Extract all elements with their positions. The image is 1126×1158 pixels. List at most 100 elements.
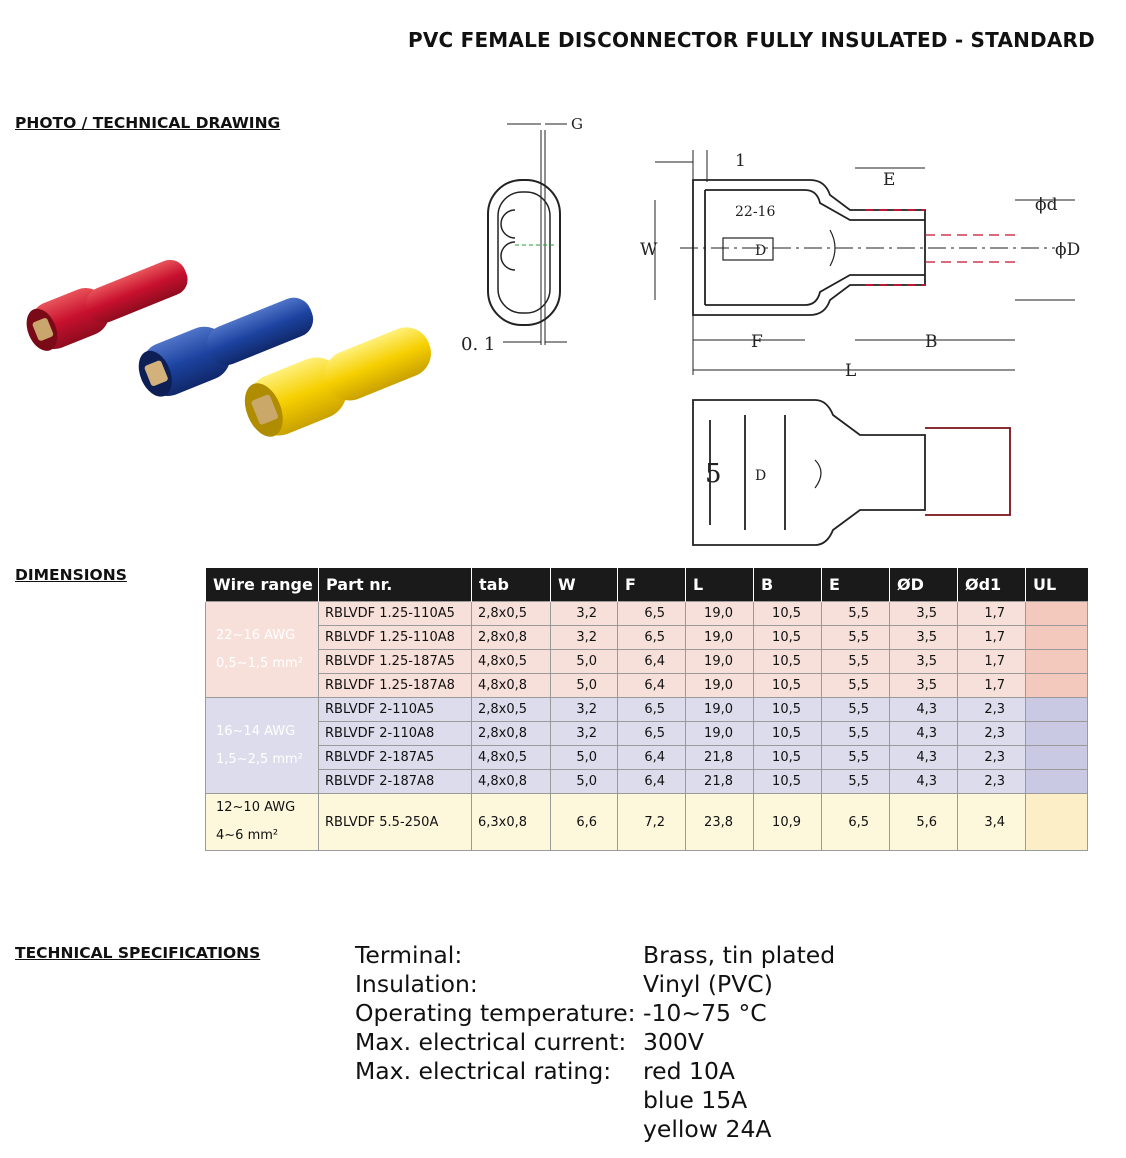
tab-cell: 2,8x0,5 bbox=[471, 697, 551, 722]
gauge-mark: 22-16 bbox=[735, 204, 775, 220]
side-view-drawing bbox=[680, 179, 1055, 316]
f-cell: 6,4 bbox=[617, 769, 686, 794]
wire-range-cell: 16~14 AWG 1,5~2,5 mm² bbox=[205, 697, 319, 794]
w-cell: 6,6 bbox=[550, 793, 618, 851]
b-cell: 10,5 bbox=[753, 625, 822, 650]
f-cell: 6,4 bbox=[617, 745, 686, 770]
b-cell: 10,5 bbox=[753, 697, 822, 722]
tab-cell: 6,3x0,8 bbox=[471, 793, 551, 851]
yellow-connector bbox=[244, 327, 431, 437]
f-cell: 6,4 bbox=[617, 673, 686, 698]
wire-range-awg: 22~16 AWG bbox=[216, 627, 296, 643]
e-cell: 5,5 bbox=[821, 601, 890, 626]
part-number-cell: RBLVDF 1.25-187A8 bbox=[318, 673, 472, 698]
f-cell: 6,5 bbox=[617, 697, 686, 722]
l-cell: 19,0 bbox=[685, 649, 754, 674]
f-cell: 6,5 bbox=[617, 625, 686, 650]
tab-cell: 4,8x0,8 bbox=[471, 769, 551, 794]
table-header-row: Wire range Part nr. tab W F L B E ØD Ød1… bbox=[205, 568, 1088, 602]
l-cell: 19,0 bbox=[685, 721, 754, 746]
od-cell: 3,5 bbox=[889, 601, 958, 626]
spec-label: Operating temperature: bbox=[355, 999, 636, 1027]
ul-cell bbox=[1025, 697, 1088, 722]
page-title: PVC FEMALE DISCONNECTOR FULLY INSULATED … bbox=[408, 28, 1095, 52]
tab-cell: 4,8x0,8 bbox=[471, 673, 551, 698]
col-header: ØD bbox=[889, 568, 958, 602]
od1-cell: 2,3 bbox=[957, 697, 1026, 722]
od-cell: 3,5 bbox=[889, 625, 958, 650]
col-header: Ød1 bbox=[957, 568, 1026, 602]
part-number-cell: RBLVDF 1.25-187A5 bbox=[318, 649, 472, 674]
part-number-cell: RBLVDF 1.25-110A5 bbox=[318, 601, 472, 626]
w-cell: 3,2 bbox=[550, 625, 618, 650]
wire-range-awg: 16~14 AWG bbox=[216, 723, 296, 739]
part-number-cell: RBLVDF 2-187A8 bbox=[318, 769, 472, 794]
section-heading-photo: PHOTO / TECHNICAL DRAWING bbox=[15, 114, 281, 132]
tab-cell: 4,8x0,5 bbox=[471, 745, 551, 770]
e-cell: 6,5 bbox=[821, 793, 890, 851]
bottom-view-drawing bbox=[692, 399, 1011, 546]
wire-range-mm: 4~6 mm² bbox=[216, 828, 279, 843]
col-header: F bbox=[617, 568, 686, 602]
b-cell: 10,5 bbox=[753, 721, 822, 746]
e-cell: 5,5 bbox=[821, 673, 890, 698]
od-cell: 4,3 bbox=[889, 745, 958, 770]
l-cell: 19,0 bbox=[685, 697, 754, 722]
od-cell: 4,3 bbox=[889, 697, 958, 722]
b-cell: 10,5 bbox=[753, 649, 822, 674]
w-cell: 5,0 bbox=[550, 649, 618, 674]
b-cell: 10,5 bbox=[753, 745, 822, 770]
label-F: F bbox=[751, 332, 763, 352]
w-cell: 3,2 bbox=[550, 697, 618, 722]
l-cell: 19,0 bbox=[685, 673, 754, 698]
od1-cell: 2,3 bbox=[957, 745, 1026, 770]
ul-cell bbox=[1025, 745, 1088, 770]
w-cell: 5,0 bbox=[550, 673, 618, 698]
w-cell: 3,2 bbox=[550, 721, 618, 746]
part-number-cell: RBLVDF 1.25-110A8 bbox=[318, 625, 472, 650]
col-header: UL bbox=[1025, 568, 1088, 602]
label-E: E bbox=[883, 170, 895, 190]
f-cell: 6,5 bbox=[617, 601, 686, 626]
part-number-cell: RBLVDF 2-110A8 bbox=[318, 721, 472, 746]
five-mark: 5 bbox=[705, 459, 722, 489]
part-number-cell: RBLVDF 2-187A5 bbox=[318, 745, 472, 770]
l-cell: 21,8 bbox=[685, 769, 754, 794]
section-heading-specs: TECHNICAL SPECIFICATIONS bbox=[15, 944, 261, 962]
spec-values: Brass, tin plated Vinyl (PVC) -10~75 °C … bbox=[643, 941, 835, 1144]
od1-cell: 1,7 bbox=[957, 673, 1026, 698]
f-cell: 6,4 bbox=[617, 649, 686, 674]
section-heading-dimensions: DIMENSIONS bbox=[15, 566, 127, 584]
b-cell: 10,5 bbox=[753, 769, 822, 794]
od1-cell: 1,7 bbox=[957, 649, 1026, 674]
ul-cell bbox=[1025, 601, 1088, 626]
spec-value: -10~75 °C bbox=[643, 999, 767, 1027]
col-header: E bbox=[821, 568, 890, 602]
spec-value: yellow 24A bbox=[643, 1115, 772, 1143]
col-header: W bbox=[550, 568, 618, 602]
label-W: W bbox=[640, 240, 658, 260]
tab-cell: 4,8x0,5 bbox=[471, 649, 551, 674]
wire-range-mm: 1,5~2,5 mm² bbox=[216, 751, 303, 767]
wire-range-cell: 22~16 AWG 0,5~1,5 mm² bbox=[205, 601, 319, 698]
spec-value: blue 15A bbox=[643, 1086, 748, 1114]
f-cell: 6,5 bbox=[617, 721, 686, 746]
d-mark: D bbox=[755, 243, 766, 259]
od-cell: 4,3 bbox=[889, 769, 958, 794]
wire-range-mm: 0,5~1,5 mm² bbox=[216, 655, 303, 671]
od-cell: 3,5 bbox=[889, 649, 958, 674]
od1-cell: 1,7 bbox=[957, 601, 1026, 626]
od-cell: 3,5 bbox=[889, 673, 958, 698]
spec-value: 300V bbox=[643, 1028, 704, 1056]
tab-cell: 2,8x0,8 bbox=[471, 625, 551, 650]
e-cell: 5,5 bbox=[821, 697, 890, 722]
spec-value: red 10A bbox=[643, 1057, 735, 1085]
e-cell: 5,5 bbox=[821, 769, 890, 794]
e-cell: 5,5 bbox=[821, 625, 890, 650]
spec-label: Terminal: bbox=[355, 941, 463, 969]
tab-cell: 2,8x0,8 bbox=[471, 721, 551, 746]
label-L: L bbox=[845, 361, 856, 381]
